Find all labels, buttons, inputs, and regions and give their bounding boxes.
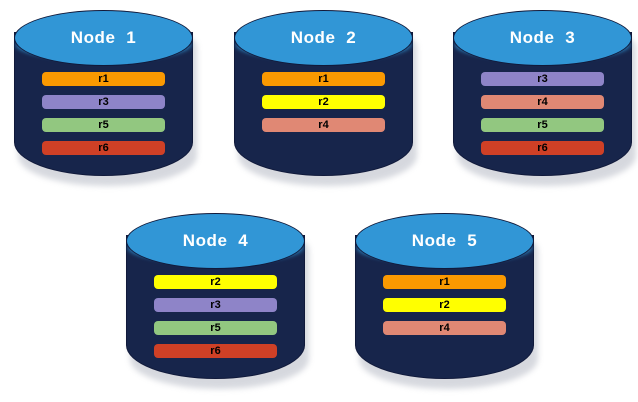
replica-bar-r3[interactable]: r3 bbox=[42, 95, 165, 109]
node-label: Node 5 bbox=[411, 231, 478, 250]
database-node-5[interactable]: Node 5 r1 r2 r4 bbox=[355, 213, 538, 389]
node-label: Node 4 bbox=[182, 231, 249, 250]
node-label: Node 1 bbox=[70, 28, 137, 47]
cylinder-top-ellipse bbox=[234, 10, 413, 66]
replica-list: r1 r3 r5 r6 bbox=[42, 72, 165, 155]
replica-bar-r5[interactable]: r5 bbox=[154, 321, 277, 335]
replica-bar-r6[interactable]: r6 bbox=[481, 141, 604, 155]
cylinder-top-ellipse bbox=[126, 213, 305, 269]
replica-bar-r1[interactable]: r1 bbox=[383, 275, 506, 289]
replica-bar-r1[interactable]: r1 bbox=[262, 72, 385, 86]
replica-bar-r4[interactable]: r4 bbox=[383, 321, 506, 335]
replica-bar-r6[interactable]: r6 bbox=[154, 344, 277, 358]
replica-list: r2 r3 r5 r6 bbox=[154, 275, 277, 358]
replica-bar-r5[interactable]: r5 bbox=[42, 118, 165, 132]
replica-list: r1 r2 r4 bbox=[262, 72, 385, 132]
replica-bar-r3[interactable]: r3 bbox=[154, 298, 277, 312]
replica-list: r3 r4 r5 r6 bbox=[481, 72, 604, 155]
replica-bar-r3[interactable]: r3 bbox=[481, 72, 604, 86]
cylinder-top-ellipse bbox=[355, 213, 534, 269]
cylinder-top-ellipse bbox=[453, 10, 632, 66]
replica-bar-r4[interactable]: r4 bbox=[481, 95, 604, 109]
replica-list: r1 r2 r4 bbox=[383, 275, 506, 335]
replica-bar-r2[interactable]: r2 bbox=[383, 298, 506, 312]
replica-bar-r4[interactable]: r4 bbox=[262, 118, 385, 132]
cylinder-top-ellipse bbox=[14, 10, 193, 66]
database-node-3[interactable]: Node 3 r3 r4 r5 r6 bbox=[453, 10, 636, 186]
replica-bar-r2[interactable]: r2 bbox=[154, 275, 277, 289]
database-node-4[interactable]: Node 4 r2 r3 r5 r6 bbox=[126, 213, 309, 389]
node-label: Node 2 bbox=[290, 28, 357, 47]
replica-bar-r2[interactable]: r2 bbox=[262, 95, 385, 109]
node-label: Node 3 bbox=[509, 28, 576, 47]
replica-bar-r1[interactable]: r1 bbox=[42, 72, 165, 86]
replica-bar-r6[interactable]: r6 bbox=[42, 141, 165, 155]
database-node-2[interactable]: Node 2 r1 r2 r4 bbox=[234, 10, 417, 186]
replica-bar-r5[interactable]: r5 bbox=[481, 118, 604, 132]
database-node-1[interactable]: Node 1 r1 r3 r5 r6 bbox=[14, 10, 197, 186]
